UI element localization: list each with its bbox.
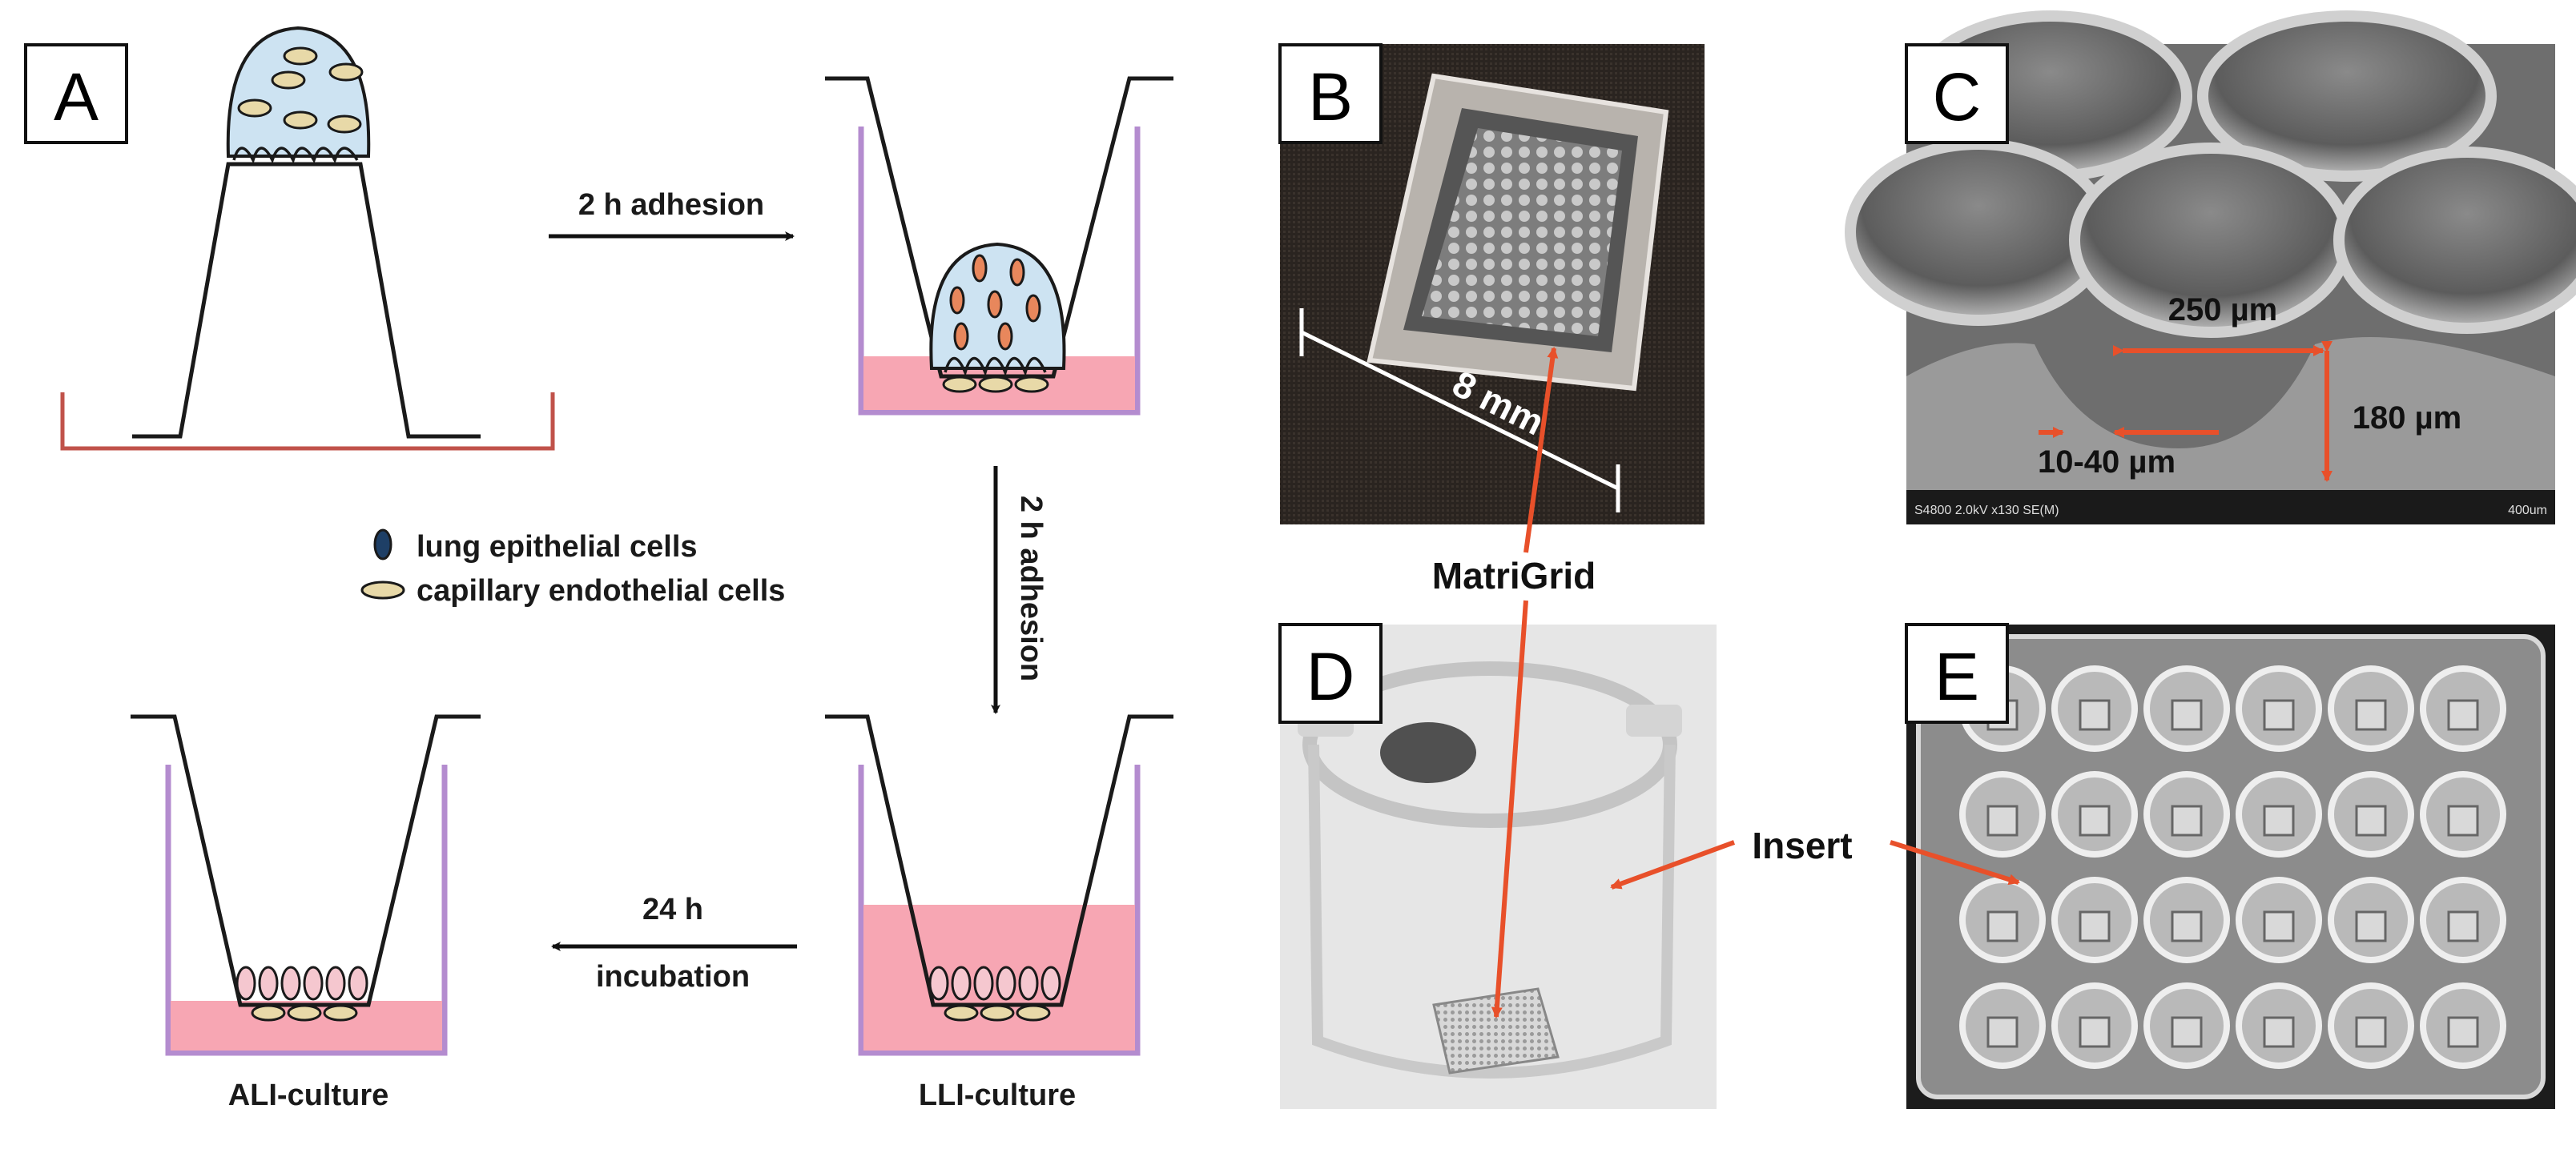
well-insert-mesh [2079,1016,2111,1048]
insert-mesh [1432,987,1560,1075]
well-insert-mesh [2447,910,2479,942]
sem-info-left: S4800 2.0kV x130 SE(M) [1914,504,2059,517]
gap-label: 10-40 µm [2038,444,2176,480]
panel-d: D [1278,623,1717,1109]
panel-c: S4800 2.0kV x130 SE(M) 400um 250 µm 180 … [1845,10,2576,524]
panel-b-label: B [1308,59,1353,135]
panel-b-label-box [1278,43,1383,144]
panel-e-label-box [1905,623,2009,724]
panel-b: 8 mm B [1278,43,1705,524]
ali-well-wall [165,765,448,1056]
panel-a-label-box [24,43,128,144]
well-insert-mesh [2171,1016,2203,1048]
culture-dish [60,392,555,451]
well-insert-mesh [2263,699,2295,731]
well-insert-mesh [2079,699,2111,731]
endothelial-cells [942,376,1049,393]
ali-endothelium [251,1004,358,1022]
step2-label: 2 h adhesion [1014,496,1048,681]
well-insert-mesh [1986,805,2019,837]
legend: lung epithelial cells capillary endothel… [360,528,785,608]
lli-epithelium [928,966,1061,1001]
sem-well [2333,147,2576,334]
epithelial-cells [949,254,1041,351]
well-insert-mesh [1986,1016,2019,1048]
insert-wall [1308,744,1676,1079]
well-insert-mesh [2447,805,2479,837]
sem-info-right: 400um [2508,504,2547,517]
ali-label: ALI-culture [228,1079,389,1112]
well-plate [1916,634,2546,1099]
lli-label: LLI-culture [919,1079,1076,1112]
well-insert-mesh [2079,805,2111,837]
step3-label-line1: 24 h [642,893,703,926]
panel-c-label-box [1905,43,2009,144]
well-insert-mesh [2171,699,2203,731]
well-insert-mesh [1986,910,2019,942]
legend-endothelial-swatch [360,581,405,600]
matrigrid-mesh [1422,128,1622,336]
callouts: MatriGrid Insert [1432,347,2020,1018]
panel-e: E [1905,623,2555,1109]
sem-well [2197,10,2497,182]
insert-lli: LLI-culture [825,714,1173,1112]
matrigrid-callout: MatriGrid [1432,555,1596,597]
matrigrid-arrow-down [1491,600,1528,1018]
well-insert-mesh [2447,699,2479,731]
lli-endothelium [944,1004,1051,1022]
well-insert-mesh [2355,1016,2387,1048]
inverted-insert [132,162,481,439]
legend-endothelial-text: capillary endothelial cells [417,574,785,608]
panel-a: A 2 h adhesion [24,26,1173,1112]
step1-label: 2 h adhesion [578,188,764,222]
width-label: 250 µm [2168,292,2277,327]
insert-flange-right [1626,705,1682,737]
scale-bar [1300,330,1620,491]
well-insert-mesh [2355,910,2387,942]
well-insert-mesh [2171,805,2203,837]
insert-arrow-left [1610,840,1736,890]
insert-lli-droplet [825,76,1173,416]
well-wall [858,127,1141,416]
ali-epithelium [235,966,368,1001]
well-insert-mesh [2447,1016,2479,1048]
insert-arrow-right [1890,840,2020,886]
step3-label-line2: incubation [596,960,750,994]
membrane-cells [944,356,1047,377]
matrigrid-arrow-up [1523,347,1559,553]
step-seeding [60,26,555,451]
insert-callout: Insert [1752,825,1852,866]
panel-c-label: C [1933,59,1982,135]
legend-epithelial-text: lung epithelial cells [417,530,698,564]
lli-well-wall [858,765,1141,1056]
legend-epithelial-swatch [373,528,392,560]
insert-hole [1380,722,1476,783]
adhered-cells [232,147,359,164]
ali-insert [131,714,481,1007]
sem-well [1845,139,2112,326]
panel-e-label: E [1934,639,1979,714]
sem-cross-section [1906,337,2555,490]
sem-info-bar [1906,490,2555,524]
insert-ali: ALI-culture [131,714,481,1112]
well-insert-mesh [2263,1016,2295,1048]
well-insert-mesh [2171,910,2203,942]
panel-d-label-box [1278,623,1383,724]
plate-wells [1959,665,2506,1069]
well-insert-mesh [2355,805,2387,837]
well-insert-mesh [2263,910,2295,942]
depth-label: 180 µm [2353,400,2461,436]
well-insert-mesh [2263,805,2295,837]
droplet-cells [237,46,364,134]
well-insert-mesh [2355,699,2387,731]
panel-d-label: D [1306,639,1355,714]
panel-a-label: A [54,59,99,135]
well-insert-mesh [2079,910,2111,942]
